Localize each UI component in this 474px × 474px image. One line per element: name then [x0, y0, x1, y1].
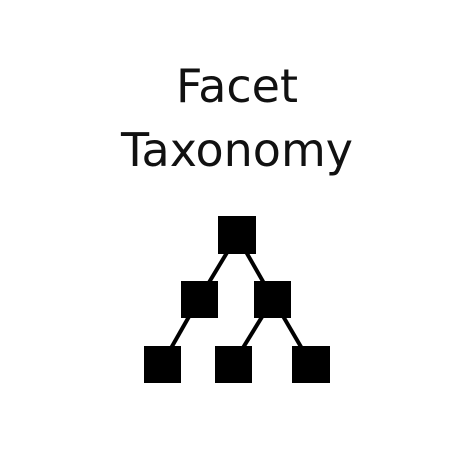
- title-line-1: Facet: [175, 59, 299, 113]
- node-level2-left: [181, 281, 218, 318]
- title-line-2: Taxonomy: [121, 123, 353, 177]
- tree-nodes: [144, 216, 330, 383]
- node-level2-right: [254, 281, 291, 318]
- node-leaf-right: [292, 346, 330, 383]
- node-leaf-left: [144, 346, 181, 383]
- node-leaf-middle: [215, 346, 252, 383]
- node-root: [218, 216, 256, 254]
